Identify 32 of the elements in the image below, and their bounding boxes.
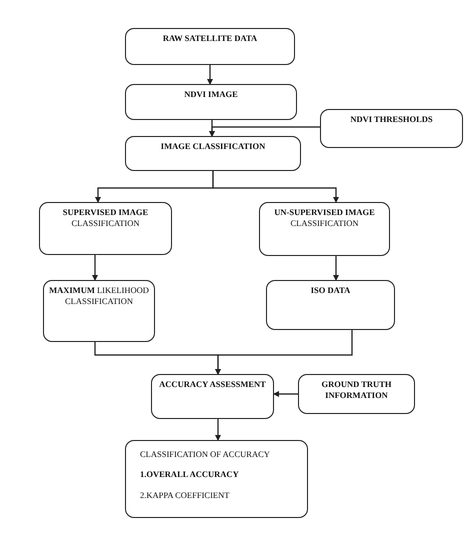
- arrow: [273, 391, 298, 397]
- arrow: [215, 330, 353, 375]
- box-label: NDVI THRESHOLDS: [349, 114, 434, 126]
- process-box: [125, 136, 301, 171]
- box-label: GROUND TRUTH INFORMATION: [320, 379, 392, 402]
- arrow: [333, 256, 339, 281]
- box-label: RAW SATELLITE DATA: [162, 33, 258, 44]
- process-box: [298, 374, 415, 414]
- process-box: [125, 84, 297, 120]
- box-label: IMAGE CLASSIFICATION: [160, 141, 266, 152]
- process-box: [320, 109, 463, 148]
- process-box: [39, 202, 172, 255]
- box-label: CLASSIFICATION OF ACCURACY: [140, 449, 271, 460]
- list-item: 2.KAPPA COEFFICIENT: [140, 490, 230, 502]
- box-label: ISO DATA: [310, 285, 352, 296]
- arrow: [215, 419, 221, 441]
- process-box: [259, 202, 390, 256]
- process-box: [125, 440, 308, 518]
- box-label: MAXIMUM LIKELIHOOD CLASSIFICATION: [48, 285, 150, 308]
- process-box: [151, 374, 274, 419]
- arrow: [207, 65, 213, 85]
- box-label: UN-SUPERVISED IMAGE CLASSIFICATION: [273, 207, 376, 230]
- box-label: NDVI IMAGE: [183, 89, 239, 100]
- process-box: [266, 280, 395, 330]
- process-box: [43, 280, 155, 342]
- process-box: [125, 28, 295, 65]
- box-label: SUPERVISED IMAGE CLASSIFICATION: [62, 207, 150, 230]
- arrow: [92, 255, 98, 281]
- arrow: [209, 126, 320, 137]
- list-item: 1.OVERALL ACCURACY: [140, 469, 240, 481]
- arrow: [212, 171, 339, 203]
- box-label: ACCURACY ASSESSMENT: [158, 379, 267, 390]
